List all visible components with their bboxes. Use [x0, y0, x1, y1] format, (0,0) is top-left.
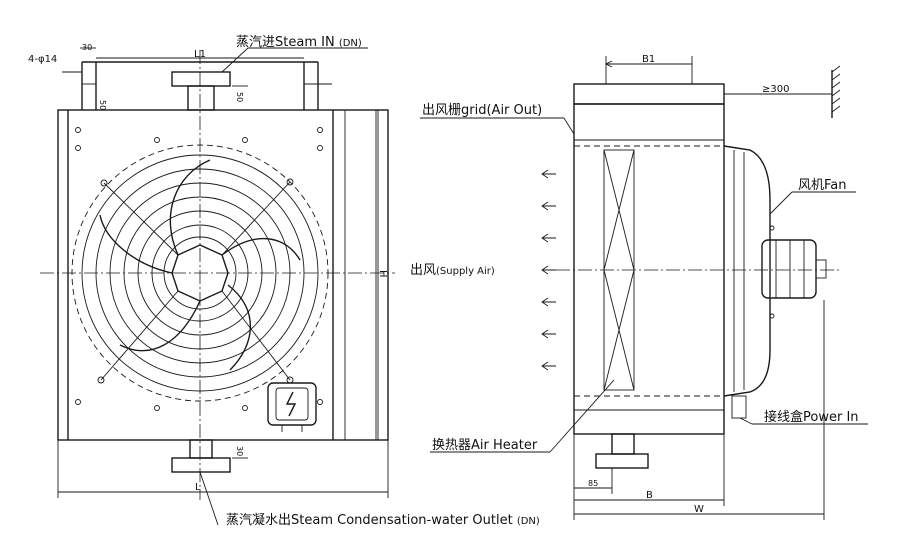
hole-spec: 4-φ14 [28, 54, 57, 65]
dim-L1: L1 [194, 49, 206, 60]
side-dimensions [573, 56, 825, 520]
arrow-left-icon [541, 233, 556, 243]
front-side-flange [332, 109, 346, 441]
mounting-holes [75, 127, 323, 411]
airflow-arrows [541, 169, 556, 371]
fan-blade [221, 237, 301, 261]
steam-inlet-pipe [171, 71, 231, 111]
fan-blade [169, 159, 211, 256]
dim-30: 30 [82, 43, 92, 52]
arrow-left-icon [541, 297, 556, 307]
front-view: 4-φ14 30 50 50 30 L1 L H 蒸汽进Steam IN (DN… [28, 35, 540, 528]
grid-air-out-label: 出风栅grid(Air Out) [422, 103, 542, 118]
side-junction-box [731, 395, 747, 419]
side-housing [573, 103, 725, 435]
wall-hatch [724, 65, 841, 118]
supply-air-label: 出风(Supply Air) [410, 263, 495, 278]
side-top-plate [573, 83, 725, 105]
fan-label: 风机Fan [798, 178, 847, 193]
fan-blade [99, 214, 173, 274]
front-housing [57, 109, 389, 441]
fan-blade [119, 300, 201, 352]
dim-B1: B1 [642, 54, 655, 65]
front-dimensions [57, 47, 389, 498]
side-view: B1 B W 85 ≥300 出风栅grid(Air Out) 风机Fan 出风… [410, 54, 868, 520]
dim-50-right: 50 [235, 92, 244, 102]
dim-L: L [195, 482, 201, 493]
arrow-left-icon [541, 361, 556, 371]
arrow-left-icon [541, 201, 556, 211]
condensate-outlet-label: 蒸汽凝水出Steam Condensation-water Outlet (DN… [226, 512, 540, 528]
steam-in-label: 蒸汽进Steam IN (DN) [236, 35, 362, 50]
junction-box [267, 382, 317, 432]
arrow-left-icon [541, 169, 556, 179]
side-condensate-pipe [595, 433, 649, 469]
electric-symbol-icon [285, 391, 297, 417]
dim-30-bottom: 30 [235, 446, 244, 456]
dim-85: 85 [588, 479, 598, 488]
arrow-left-icon [541, 265, 556, 275]
fan-motor-housing [723, 145, 827, 397]
dim-H: H [377, 270, 388, 278]
dim-W: W [694, 504, 704, 515]
front-inner-frame [67, 109, 379, 441]
condensate-outlet-pipe [171, 439, 231, 473]
dim-B: B [646, 490, 653, 501]
arrow-left-icon [541, 329, 556, 339]
dim-300: ≥300 [762, 84, 789, 95]
air-heater-label: 换热器Air Heater [432, 438, 538, 453]
power-in-label: 接线盒Power In [764, 409, 859, 425]
dim-50-left: 50 [98, 100, 107, 110]
